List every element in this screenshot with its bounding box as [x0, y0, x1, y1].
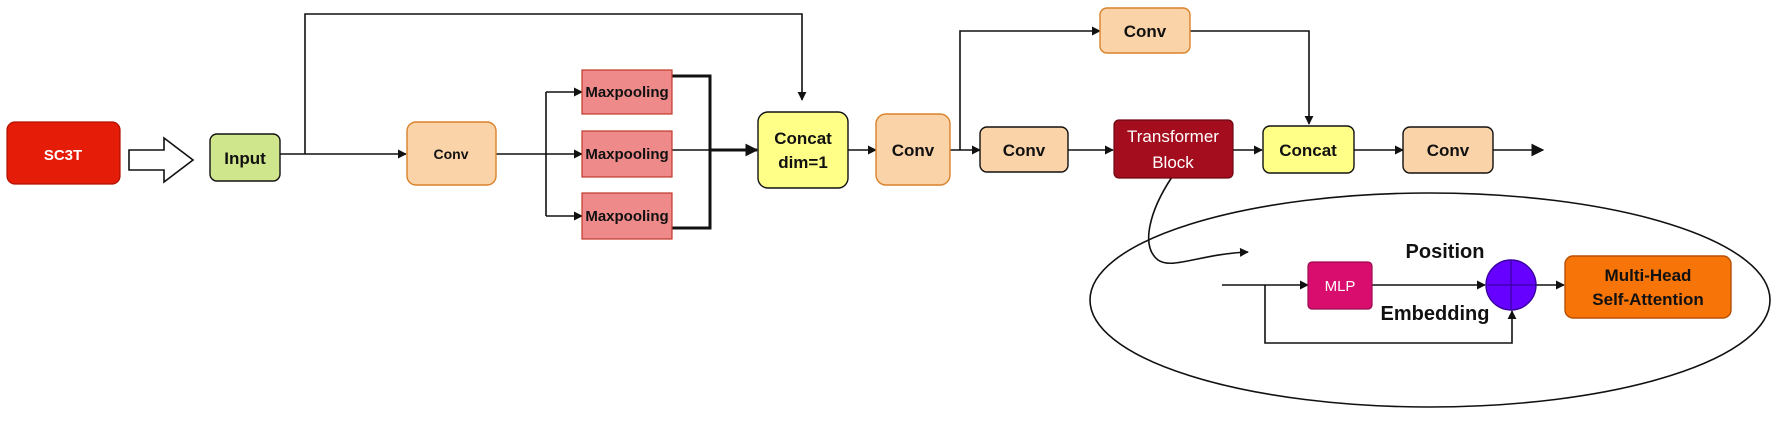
node-maxpool-3: Maxpooling: [581, 192, 673, 240]
edge-convtop-concat2: [1190, 30, 1314, 125]
transformer-detail-ellipse: [1089, 192, 1771, 408]
edge-conv2-convtop: [959, 26, 1101, 150]
node-conv4-label: Conv: [1427, 141, 1470, 160]
node-concat2-label: Concat: [1279, 141, 1337, 160]
node-maxpool-3-label: Maxpooling: [585, 208, 668, 225]
hollow-arrow: [128, 136, 195, 184]
node-conv1-label: Conv: [434, 146, 469, 162]
node-maxpool-1: Maxpooling: [581, 69, 673, 115]
node-mhsa-line1: Multi-Head: [1605, 266, 1692, 285]
node-sc3t: SC3T: [6, 121, 121, 185]
embedding-label: Embedding: [1381, 303, 1490, 325]
node-mlp-label: MLP: [1325, 278, 1356, 295]
position-label: Position: [1406, 241, 1485, 263]
node-concat-dim1-line2: dim=1: [778, 153, 828, 172]
edge-skip-add: [1264, 285, 1517, 344]
node-maxpool-2-label: Maxpooling: [585, 146, 668, 163]
node-conv2-label: Conv: [892, 141, 935, 160]
edge-transformer-detail: [1148, 176, 1249, 264]
edge-merge-maxpool: [672, 74, 712, 230]
node-conv-top-label: Conv: [1124, 22, 1167, 41]
node-input: Input: [209, 133, 281, 182]
node-conv3: Conv: [979, 126, 1069, 173]
node-mlp: MLP: [1307, 261, 1373, 310]
node-sc3t-label: SC3T: [44, 147, 82, 164]
node-input-label: Input: [224, 149, 266, 168]
node-conv-top: Conv: [1099, 7, 1191, 54]
node-maxpool-1-label: Maxpooling: [585, 84, 668, 101]
edge-input-concat-skip: [304, 13, 807, 154]
node-conv3-label: Conv: [1003, 141, 1046, 160]
node-transformer-line1: Transformer: [1127, 127, 1219, 146]
node-transformer-line2: Block: [1152, 153, 1194, 172]
node-concat2: Concat: [1262, 125, 1355, 174]
node-conv4: Conv: [1402, 126, 1494, 174]
node-mhsa: Multi-Head Self-Attention: [1564, 255, 1732, 319]
node-concat-dim1: Concat dim=1: [757, 111, 849, 189]
node-mhsa-line2: Self-Attention: [1592, 290, 1703, 309]
node-concat-dim1-line1: Concat: [774, 129, 832, 148]
node-add-circle: [1485, 259, 1537, 311]
node-conv2: Conv: [875, 113, 951, 186]
node-maxpool-2: Maxpooling: [581, 130, 673, 178]
node-transformer-block: Transformer Block: [1113, 119, 1234, 179]
node-conv1: Conv: [406, 121, 497, 186]
